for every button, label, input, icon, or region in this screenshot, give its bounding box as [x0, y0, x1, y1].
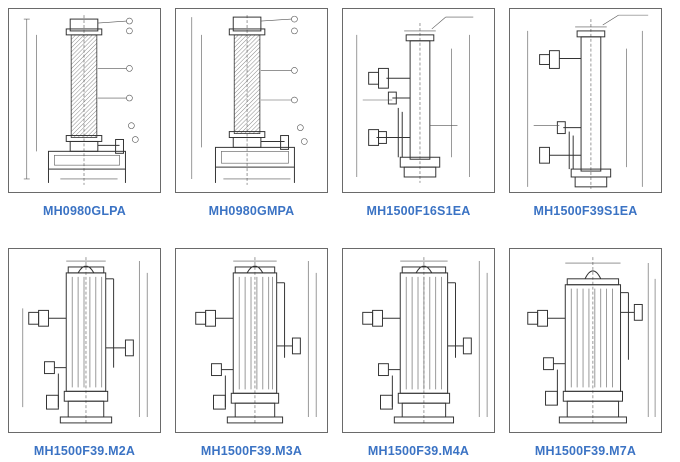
- filter-housing-drawing: [22, 257, 148, 424]
- technical-drawing: [8, 248, 161, 433]
- product-caption: MH1500F39.M3A: [200, 444, 303, 458]
- product-caption: MH0980GMPA: [208, 204, 295, 218]
- product-caption: MH1500F39.M7A: [534, 444, 637, 458]
- filter-housing-drawing: [23, 15, 139, 185]
- product-card: MH1500F39.M3A: [175, 248, 328, 462]
- technical-drawing: [509, 8, 662, 193]
- filter-housing-drawing: [195, 257, 317, 424]
- product-card: MH1500F16S1EA: [342, 8, 495, 224]
- product-caption: MH0980GLPA: [42, 204, 127, 218]
- product-caption: MH1500F39S1EA: [533, 204, 638, 218]
- filter-housing-drawing: [527, 257, 656, 424]
- product-caption: MH1500F16S1EA: [366, 204, 471, 218]
- technical-drawing: [175, 248, 328, 433]
- product-caption: MH1500F39.M4A: [367, 444, 470, 458]
- product-card: MH1500F39.M7A: [509, 248, 662, 462]
- filter-housing-drawing: [356, 16, 474, 183]
- filter-housing-drawing: [527, 14, 649, 189]
- product-card: MH0980GMPA: [175, 8, 328, 224]
- filter-housing-drawing: [191, 15, 308, 185]
- technical-drawing: [342, 248, 495, 433]
- product-caption: MH1500F39.M2A: [33, 444, 136, 458]
- filter-housing-drawing: [362, 257, 488, 424]
- technical-drawing: [175, 8, 328, 193]
- product-card: MH1500F39S1EA: [509, 8, 662, 224]
- product-card: MH0980GLPA: [8, 8, 161, 224]
- technical-drawing: [509, 248, 662, 433]
- product-card: MH1500F39.M2A: [8, 248, 161, 462]
- technical-drawing: [342, 8, 495, 193]
- technical-drawing: [8, 8, 161, 193]
- product-card: MH1500F39.M4A: [342, 248, 495, 462]
